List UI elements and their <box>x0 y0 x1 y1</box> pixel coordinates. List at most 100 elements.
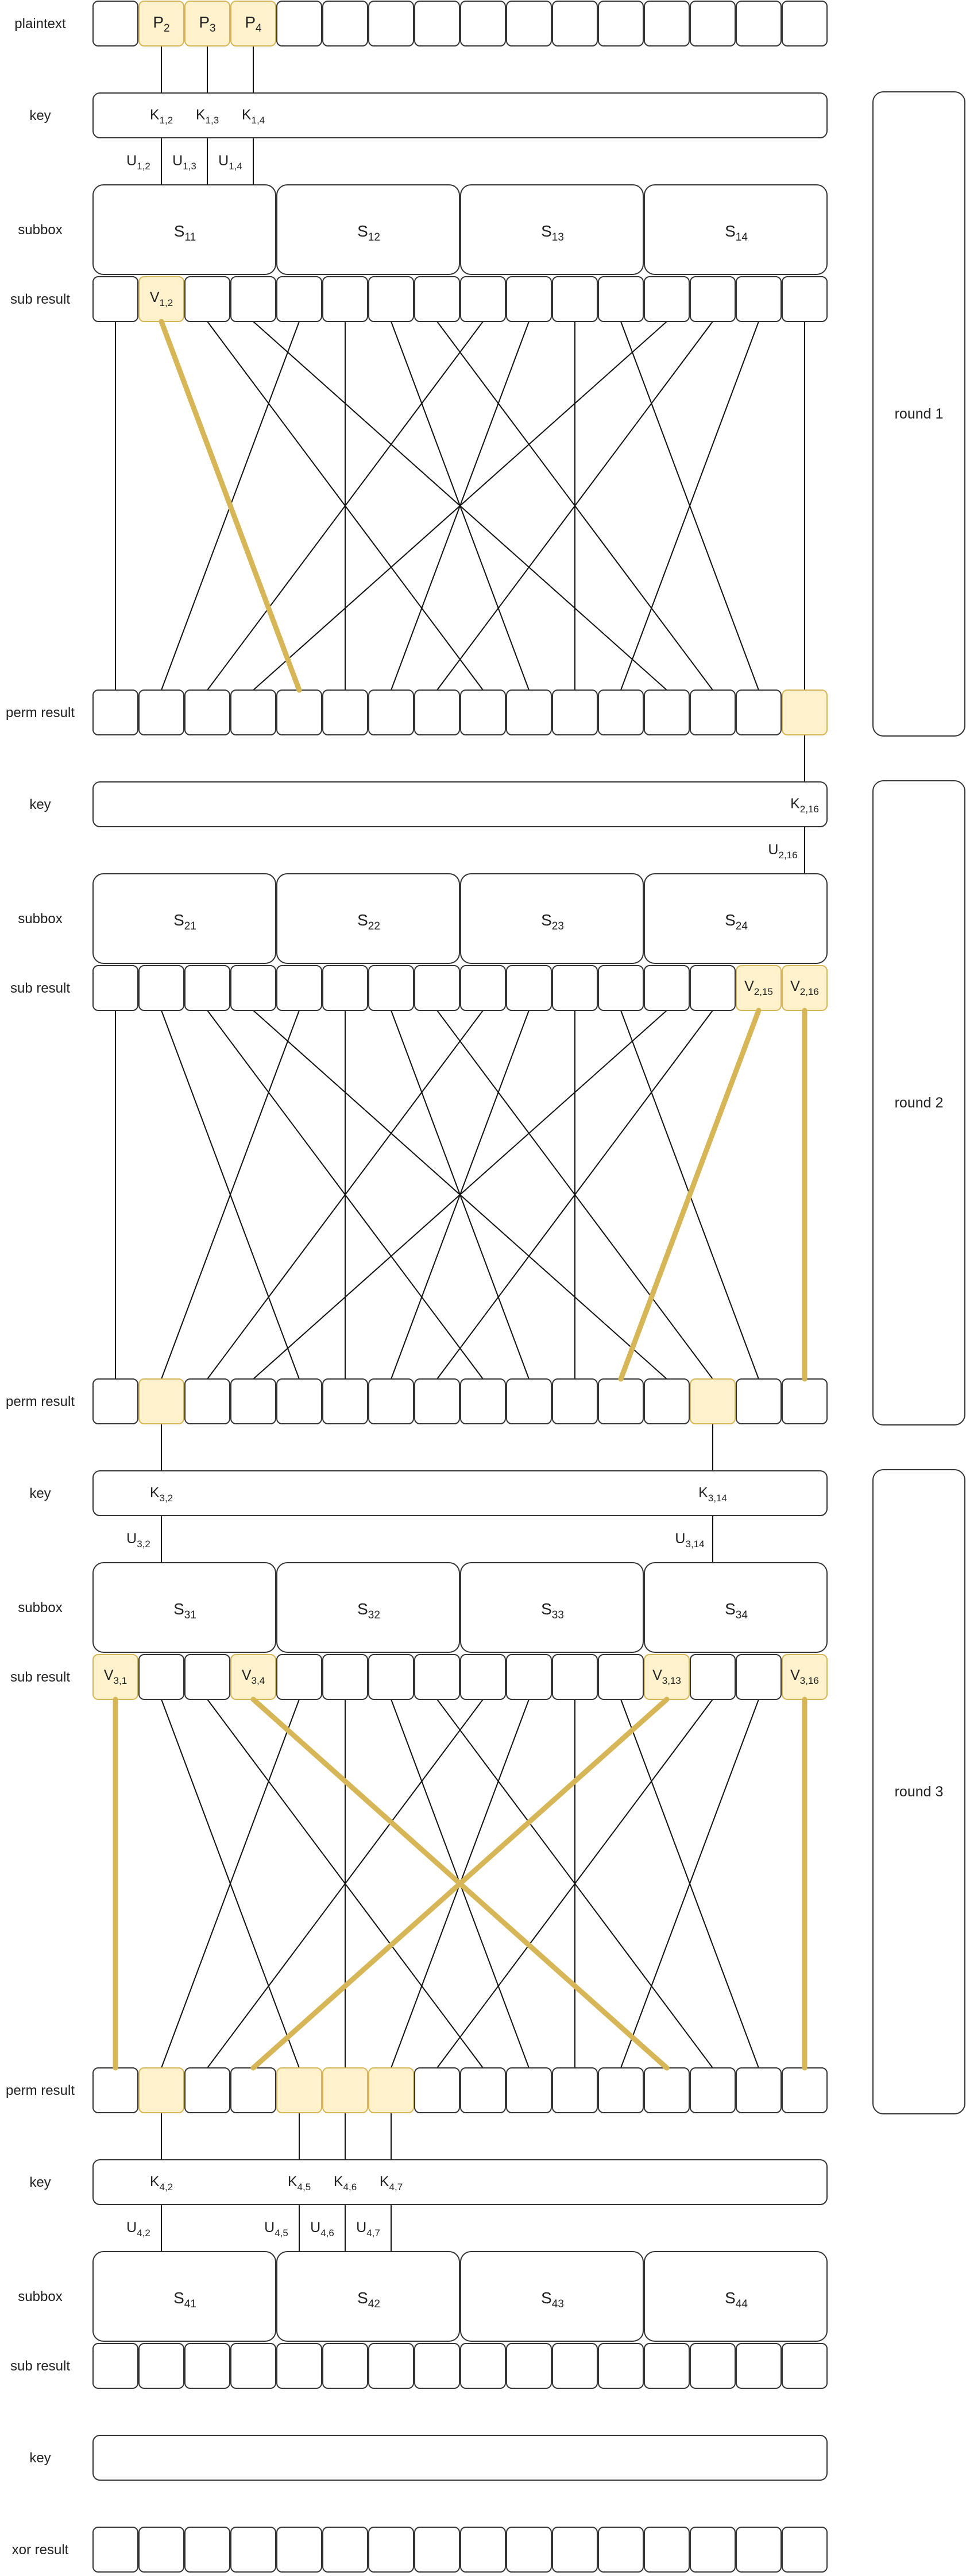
perm-result-r1-bit-12 <box>598 689 644 735</box>
perm-result-r3-bit-14 <box>690 2067 736 2113</box>
sbox-label-12-subscript: 12 <box>368 231 380 243</box>
sbox-label-13-base: S <box>541 222 552 240</box>
sub-result-r2-bit-14 <box>690 965 736 1011</box>
key-label-r4-2-base: K <box>150 2174 160 2190</box>
sbox-21 <box>92 873 276 964</box>
key-label-r3-14-base: K <box>698 1485 708 1501</box>
key-label-r4-7: K4,7 <box>380 2174 403 2192</box>
u-label-r4-6-subscript: 4,6 <box>320 2228 334 2238</box>
u-label-r4-6: U4,6 <box>310 2219 334 2238</box>
sbox-23 <box>460 873 644 964</box>
u-label-r4-5: U4,5 <box>264 2219 288 2238</box>
perm-result-r2-bit-11 <box>552 1378 598 1424</box>
sub-result-r2-row <box>92 965 828 1011</box>
perm-result-r2-bit-7 <box>368 1378 414 1424</box>
key-label-r3-2: K3,2 <box>150 1485 173 1504</box>
plaintext-bit-2-highlighted <box>138 1 184 47</box>
sbox-label-31-subscript: 31 <box>184 1609 196 1621</box>
perm-wire-r2-9-to-3 <box>207 1010 484 1380</box>
sub-result-r2-bit-11 <box>552 965 598 1011</box>
u-label-r4-5-base: U <box>264 2219 275 2236</box>
sub-result-r1-row <box>92 276 828 322</box>
sub-result-r1-bit-5 <box>276 276 322 322</box>
perm-result-r3-bit-2-highlighted <box>138 2067 184 2113</box>
sbox-label-41-subscript: 41 <box>184 2298 196 2310</box>
perm-result-r2-bit-5 <box>276 1378 322 1424</box>
perm-result-r2-bit-8 <box>414 1378 460 1424</box>
row-label-xor-result: xor result <box>12 2542 69 2558</box>
u-label-r4-7: U4,7 <box>356 2219 380 2238</box>
sbox-42 <box>276 2251 460 2342</box>
perm-result-r1-bit-2 <box>138 689 184 735</box>
key-label-r1-2-subscript: 1,2 <box>160 115 173 126</box>
row-label-key: key <box>29 108 51 123</box>
plaintext-bit-3-highlighted <box>184 1 230 47</box>
sbox-label-24-subscript: 24 <box>736 920 748 932</box>
sub-result-r1-bit-11 <box>552 276 598 322</box>
perm-result-r2-bit-9 <box>460 1378 506 1424</box>
perm-result-r2-bit-10 <box>506 1378 552 1424</box>
key-label-r2-16: K2,16 <box>790 796 819 815</box>
u-label-r4-7-base: U <box>356 2219 366 2236</box>
sub-result-r3-bit-9 <box>460 1654 506 1700</box>
row-label-subbox: subbox <box>18 2289 62 2304</box>
row-label-sub-result: sub result <box>10 981 70 996</box>
sbox-label-44-base: S <box>725 2289 736 2307</box>
sub-result-r4-bit-3 <box>184 2343 230 2389</box>
sub-result-r1-bit-12 <box>598 276 644 322</box>
sbox-label-14-base: S <box>725 222 736 240</box>
key-label-r4-5-subscript: 4,5 <box>297 2182 311 2192</box>
perm-result-r2-bit-6 <box>322 1378 368 1424</box>
sub-label-r3-13-base: V <box>652 1667 662 1683</box>
sbox-label-43-base: S <box>541 2289 552 2307</box>
u-label-r3-2-subscript: 3,2 <box>137 1539 150 1550</box>
key-label-r3-14: K3,14 <box>698 1485 727 1504</box>
sbox-label-13-subscript: 13 <box>552 231 564 243</box>
highlighted-trail <box>113 319 807 2071</box>
sbox-label-21: S21 <box>173 911 196 932</box>
perm-result-r1-bit-5 <box>276 689 322 735</box>
xor-result-bit-7 <box>368 2527 414 2573</box>
row-label-perm-result: perm result <box>6 2083 75 2098</box>
key-label-r1-2-base: K <box>150 107 160 123</box>
sbox-label-41-base: S <box>173 2289 184 2307</box>
sub-result-r4-bit-12 <box>598 2343 644 2389</box>
plaintext-bit-15 <box>736 1 782 47</box>
u-label-r3-14: U3,14 <box>675 1531 704 1550</box>
row-label-subbox: subbox <box>18 222 62 238</box>
sub-result-r1-bit-8 <box>414 276 460 322</box>
key-label-r1-3: K1,3 <box>196 107 219 126</box>
sub-result-r1-bit-13 <box>644 276 690 322</box>
perm-wire-r2-15-to-12 <box>618 1008 762 1382</box>
xor-result-bit-14 <box>690 2527 736 2573</box>
sbox-label-24: S24 <box>725 911 748 932</box>
key-label-r1-2: K1,2 <box>150 107 173 126</box>
key-label-r4-2: K4,2 <box>150 2174 173 2192</box>
sub-result-r3-bit-6 <box>322 1654 368 1700</box>
perm-result-r2-bit-4 <box>230 1378 276 1424</box>
sbox-label-14-subscript: 14 <box>736 231 748 243</box>
round-2-label: round 2 <box>895 1095 944 1111</box>
sub-result-r1-bit-15 <box>736 276 782 322</box>
key-label-r1-4-subscript: 1,4 <box>252 115 265 126</box>
sbox-label-34-base: S <box>725 1600 736 1618</box>
xor-result-bit-13 <box>644 2527 690 2573</box>
sbox-14 <box>644 184 828 275</box>
key-label-r2-16-base: K <box>790 796 800 812</box>
sub-result-r2-bit-6 <box>322 965 368 1011</box>
round-3-box <box>872 1469 965 2114</box>
u-label-r3-2: U3,2 <box>126 1531 150 1550</box>
perm-result-r1-bit-7 <box>368 689 414 735</box>
key-label-r4-7-subscript: 4,7 <box>389 2182 403 2192</box>
perm-result-r1-bit-13 <box>644 689 690 735</box>
u-label-r4-5-subscript: 4,5 <box>275 2228 288 2238</box>
xor-result-bit-9 <box>460 2527 506 2573</box>
key-label-r2-16-subscript: 2,16 <box>800 804 819 815</box>
key-label-r4-6-base: K <box>334 2174 343 2190</box>
plaintext-bit-9 <box>460 1 506 47</box>
u-label-r1-3: U1,3 <box>172 153 196 172</box>
sbox-label-21-base: S <box>173 911 184 929</box>
perm-result-r3-bit-10 <box>506 2067 552 2113</box>
perm-result-r2-bit-14-highlighted <box>690 1378 736 1424</box>
perm-result-r1-bit-6 <box>322 689 368 735</box>
